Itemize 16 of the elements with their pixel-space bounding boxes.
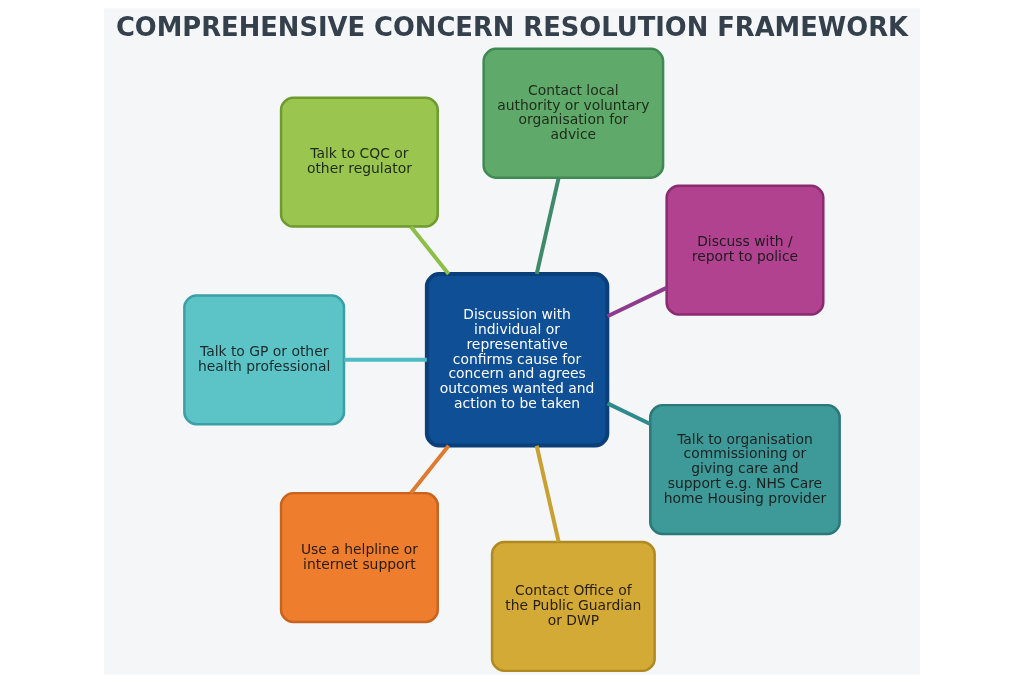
node-box: Talk to organisation commissioning or giving care and support e.g. NHS Care home Housing provider	[649, 403, 841, 536]
node-box: Contact Office of the Public Guardian or DWP	[490, 540, 656, 673]
connector	[534, 177, 561, 275]
node-box: Contact local authority or voluntary organisation for advice	[482, 47, 665, 179]
connector	[534, 445, 561, 543]
node-box: Discussion with individual or representative confirms cause for concern and agrees outcomes wanted and action to be taken	[424, 272, 610, 448]
connector	[344, 357, 427, 362]
node-box: Talk to GP or other health professional	[183, 294, 346, 426]
connector	[409, 225, 451, 276]
node-box: Discuss with / report to police	[665, 184, 825, 316]
connector	[606, 286, 668, 319]
node-box: Talk to CQC or other regulator	[279, 96, 439, 228]
connector	[409, 444, 451, 495]
node-box: Use a helpline or internet support	[279, 491, 439, 624]
connector	[606, 401, 652, 426]
diagram-title: COMPREHENSIVE CONCERN RESOLUTION FRAMEWORK	[115, 11, 908, 42]
